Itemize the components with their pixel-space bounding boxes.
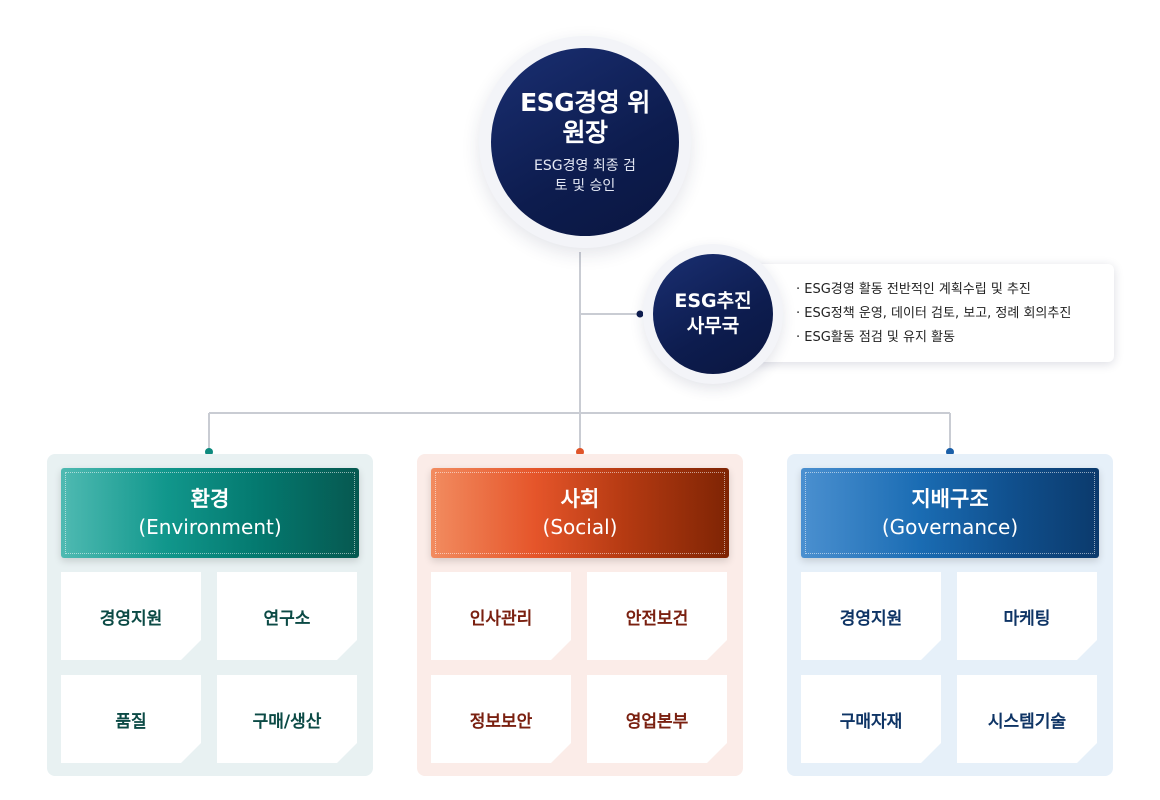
chairman-node: ESG경영 위원장 ESG경영 최종 검토 및 승인 xyxy=(479,36,691,248)
governance-title: 지배구조 xyxy=(911,487,989,511)
department-card: 경영지원 xyxy=(61,572,201,660)
chairman-title: ESG경영 위원장 xyxy=(520,88,650,147)
department-card: 인사관리 xyxy=(431,572,571,660)
department-card: 시스템기술 xyxy=(957,675,1097,763)
department-card: 경영지원 xyxy=(801,572,941,660)
social-header: 사회 (Social) xyxy=(431,468,729,558)
secretariat-duty: ESG정책 운영, 데이터 검토, 보고, 정례 회의추진 xyxy=(796,302,1100,326)
environment-title: 환경 xyxy=(190,487,230,511)
secretariat-duty: ESG활동 점검 및 유지 활동 xyxy=(796,326,1100,350)
social-title: 사회 xyxy=(560,487,600,511)
chairman-description: ESG경영 최종 검토 및 승인 xyxy=(534,158,636,194)
secretariat-circle: ESG추진 사무국 xyxy=(653,254,773,374)
secretariat-node: ESG추진 사무국 xyxy=(643,244,783,384)
governance-header: 지배구조 (Governance) xyxy=(801,468,1099,558)
department-card: 안전보건 xyxy=(587,572,727,660)
social-subtitle: (Social) xyxy=(542,515,618,539)
department-card: 마케팅 xyxy=(957,572,1097,660)
environment-panel: 환경 (Environment) 경영지원 연구소 품질 구매/생산 xyxy=(47,454,373,776)
governance-subtitle: (Governance) xyxy=(881,515,1019,539)
social-panel: 사회 (Social) 인사관리 안전보건 정보보안 영업본부 xyxy=(417,454,743,776)
secretariat-duties-box: ESG경영 활동 전반적인 계획수립 및 추진 ESG정책 운영, 데이터 검토… xyxy=(748,264,1114,362)
department-card: 구매/생산 xyxy=(217,675,357,763)
environment-subtitle: (Environment) xyxy=(138,515,282,539)
department-card: 연구소 xyxy=(217,572,357,660)
secretariat-title: ESG추진 사무국 xyxy=(674,290,752,337)
chairman-circle: ESG경영 위원장 ESG경영 최종 검토 및 승인 xyxy=(491,48,679,236)
secretariat-duty: ESG경영 활동 전반적인 계획수립 및 추진 xyxy=(796,278,1100,302)
governance-panel: 지배구조 (Governance) 경영지원 마케팅 구매자재 시스템기술 xyxy=(787,454,1113,776)
secretariat-connector-dot xyxy=(636,310,644,318)
environment-header: 환경 (Environment) xyxy=(61,468,359,558)
department-card: 구매자재 xyxy=(801,675,941,763)
department-card: 영업본부 xyxy=(587,675,727,763)
department-card: 정보보안 xyxy=(431,675,571,763)
department-card: 품질 xyxy=(61,675,201,763)
